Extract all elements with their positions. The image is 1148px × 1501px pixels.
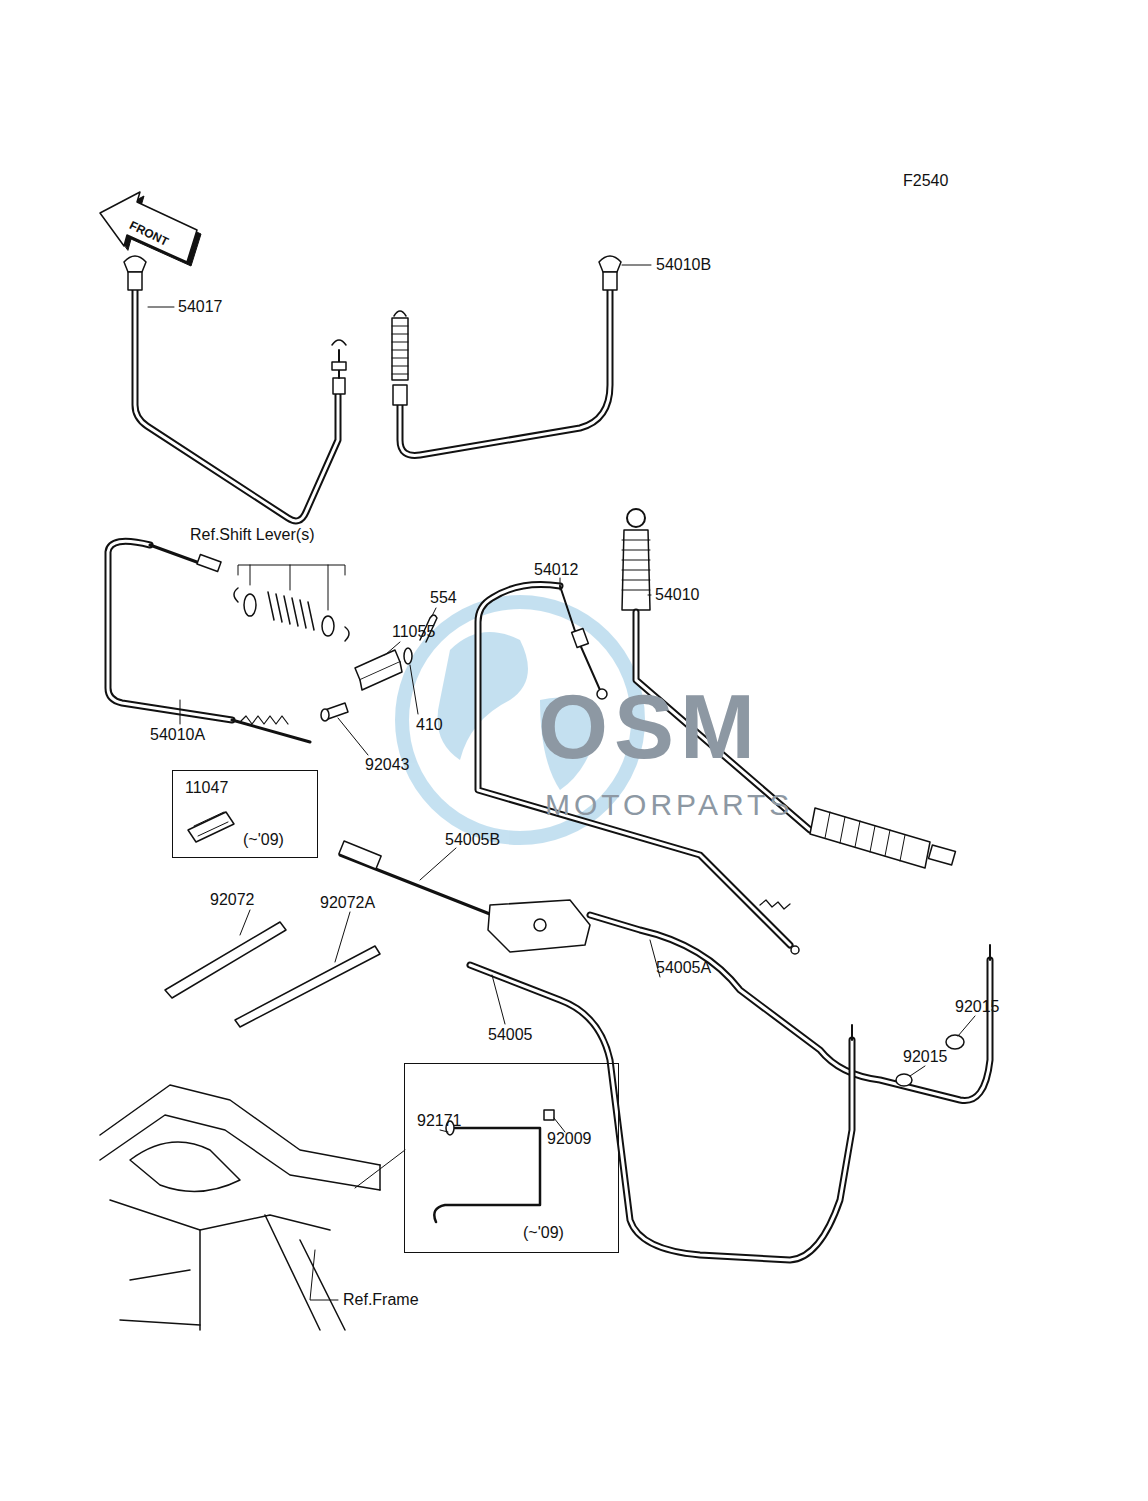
frame-outline [100,1085,380,1330]
cable-54010b [392,256,621,455]
callout-number: 54010A [150,726,205,744]
callout-number: 92015 [955,998,1000,1016]
callout-number: F2540 [903,172,948,190]
callout-number: 554 [430,589,457,607]
callout-number: 92009 [547,1130,592,1148]
cable-54017 [124,256,346,521]
callout-number: 54005A [656,959,711,977]
date-range-box: 92171 92009 (~'09) [404,1063,619,1253]
callout-number: 54005B [445,831,500,849]
callout-number: 54017 [178,298,223,316]
callout-number: Ref.Shift Lever(s) [190,526,314,544]
callout-number: 54005 [488,1026,533,1044]
date-range-box: 11047 (~'09) [172,770,318,858]
callout-number: 92072 [210,891,255,909]
callout-number: 92015 [903,1048,948,1066]
date-note: (~'09) [243,831,284,849]
callout-number: 92072A [320,894,375,912]
cable-54010a [108,541,437,742]
callout-number: 11047 [185,779,228,797]
callout-number: Ref.Frame [343,1291,419,1309]
callout-number: 11055 [392,623,435,641]
cable-54005-set [339,841,990,1260]
callout-number: 54010 [655,586,700,604]
cable-tie [235,946,380,1027]
callout-number: 92043 [365,756,410,774]
callout-number: 92171 [417,1112,462,1130]
callout-number: 54010B [656,256,711,274]
watermark-text: MOTORPARTS [545,790,793,820]
watermark-text: OSM [538,682,761,772]
date-note: (~'09) [523,1224,564,1242]
callout-number: 410 [416,716,443,734]
callout-number: 54012 [534,561,579,579]
leader-lines [148,265,975,1300]
cable-tie [165,922,286,998]
